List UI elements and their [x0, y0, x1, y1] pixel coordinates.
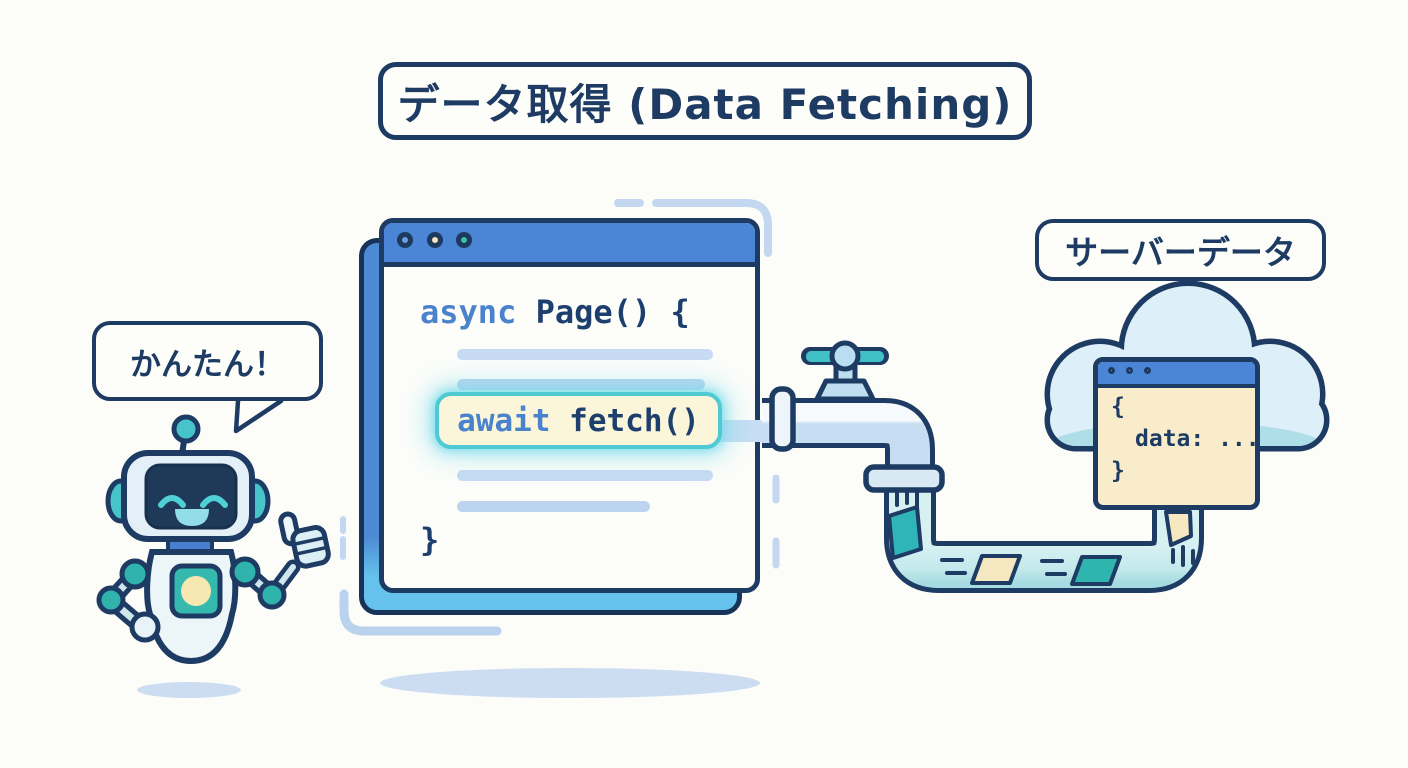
robot-mouth — [175, 509, 209, 526]
robot-eye-right — [200, 495, 228, 508]
code-closing-brace: } — [420, 521, 440, 559]
robot-antenna-ball — [171, 414, 201, 444]
faucet-icon — [801, 340, 889, 402]
code-fetch-call: fetch() — [550, 402, 700, 439]
data-packet-teal-1 — [887, 505, 923, 560]
placeholder-code-line — [457, 501, 650, 512]
speed-lines — [940, 558, 967, 575]
server-window-titlebar — [1098, 362, 1255, 388]
robot-head — [121, 450, 255, 542]
thumbs-up-icon — [278, 511, 331, 569]
robot-chest-light — [181, 576, 211, 606]
speed-lines — [1040, 559, 1067, 576]
robot-ear-left — [105, 478, 137, 524]
robot-face-screen — [144, 463, 238, 530]
robot-antenna — [177, 440, 187, 469]
code-page-signature: Page() { — [516, 293, 690, 331]
pipe-flange — [769, 386, 796, 452]
placeholder-code-line — [457, 349, 713, 360]
robot-shoulder-joint-left — [119, 558, 151, 590]
server-data-label: サーバーデータ — [1035, 219, 1326, 281]
robot-arm-right — [229, 511, 331, 610]
window-titlebar — [384, 223, 755, 267]
window-control-dot-2 — [427, 232, 443, 248]
robot-elbow-joint-right — [257, 580, 287, 610]
placeholder-code-line — [457, 379, 705, 390]
speech-bubble-tail — [233, 396, 284, 434]
robot-arm-left — [96, 558, 161, 643]
server-json-open: { — [1111, 394, 1125, 420]
window-control-dot-1 — [397, 232, 413, 248]
robot-chest-panel — [169, 563, 223, 619]
robot-neck — [166, 536, 214, 554]
server-data-window: { data: ... } — [1093, 357, 1260, 510]
speech-bubble: かんたん！ — [92, 321, 323, 401]
pipe-upper — [762, 398, 935, 482]
keyword-async: async — [420, 293, 517, 331]
await-fetch-highlight: await fetch() — [435, 392, 722, 449]
robot-mascot — [96, 414, 331, 665]
data-packet-cream-1 — [970, 554, 1022, 585]
speed-lines — [1171, 545, 1195, 567]
page-title: データ取得 (Data Fetching) — [378, 62, 1032, 140]
window-control-dot-3 — [456, 232, 472, 248]
speed-lines — [895, 487, 919, 508]
robot-ground-shadow — [137, 682, 241, 698]
robot-eye-left — [158, 495, 186, 508]
data-packet-cream-2 — [1164, 510, 1193, 547]
code-line-function: async Page() { — [420, 293, 690, 331]
robot-body — [144, 549, 239, 665]
pipe-coupling — [863, 464, 945, 493]
server-json-body: data: ... — [1135, 426, 1260, 452]
placeholder-code-line — [457, 470, 713, 481]
server-window-control-dot-3 — [1144, 367, 1151, 374]
robot-fist-left — [129, 611, 161, 643]
data-packet-teal-2 — [1070, 555, 1122, 586]
server-window-control-dot-2 — [1126, 367, 1133, 374]
server-window-control-dot-1 — [1108, 367, 1115, 374]
window-ground-shadow — [380, 668, 760, 698]
robot-ear-right — [239, 478, 271, 524]
robot-shoulder-joint-right — [229, 556, 261, 588]
robot-elbow-joint-left — [96, 585, 126, 615]
keyword-await: await — [457, 402, 551, 439]
server-json-close: } — [1111, 458, 1125, 484]
